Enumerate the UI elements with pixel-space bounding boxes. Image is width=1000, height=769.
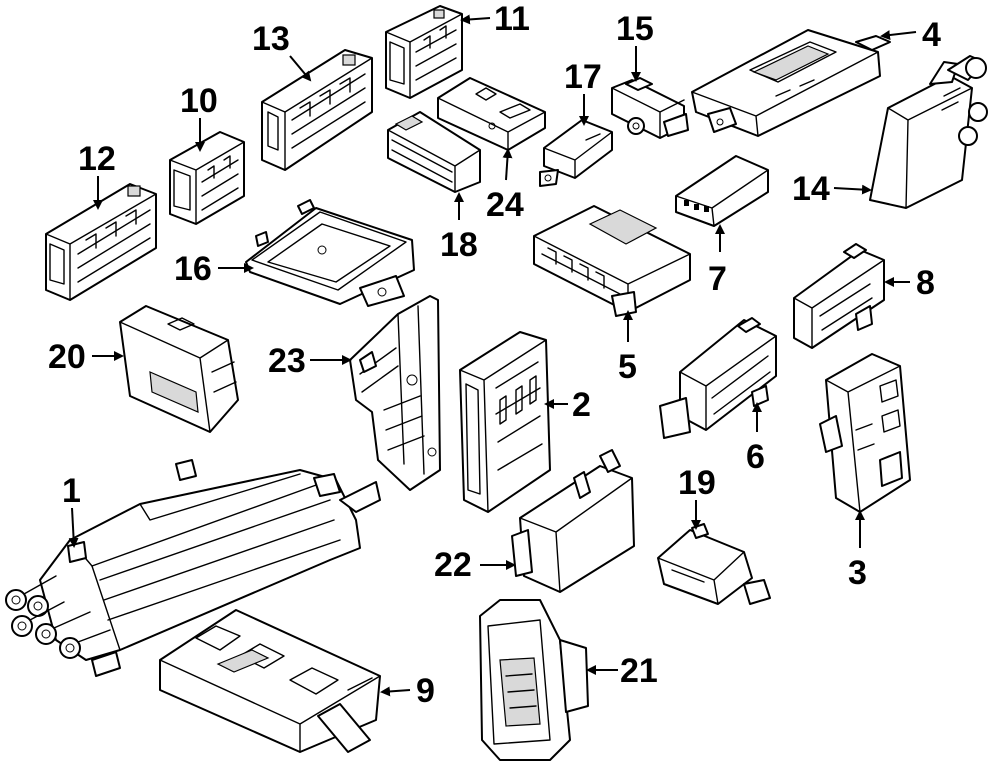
callout-7: 7 [708, 260, 727, 298]
part-6-module [659, 317, 777, 439]
part-24-module [437, 77, 546, 151]
part-13-module [261, 49, 373, 171]
callout-22: 22 [434, 546, 472, 584]
part-22-module [511, 449, 635, 593]
callout-numbers: 1 2 3 4 5 6 7 8 9 10 11 12 13 14 15 16 1… [48, 0, 941, 710]
part-11-module [385, 5, 463, 99]
leader-1 [68, 507, 79, 548]
part-16-module [245, 199, 415, 307]
callout-4: 4 [922, 16, 941, 54]
callout-16: 16 [174, 250, 212, 288]
part-21-module [479, 599, 589, 761]
callout-3: 3 [848, 554, 867, 592]
callout-19: 19 [678, 464, 716, 502]
part-18-module [387, 111, 481, 193]
part-20-module [119, 305, 239, 433]
callout-20: 20 [48, 338, 86, 376]
part-8-module [793, 243, 885, 349]
part-2-module [459, 331, 551, 513]
callout-18: 18 [440, 226, 478, 264]
part-9-module [159, 609, 381, 753]
callout-13: 13 [252, 20, 290, 58]
part-3-module [819, 353, 911, 513]
callout-24: 24 [486, 186, 524, 224]
callout-6: 6 [746, 438, 765, 476]
callout-1: 1 [62, 472, 81, 510]
part-1-module [5, 459, 381, 677]
callout-lines [68, 14, 917, 697]
callout-2: 2 [572, 386, 591, 424]
part-7-module [675, 155, 769, 227]
leader-9 [380, 686, 411, 697]
leader-13 [289, 55, 312, 82]
callout-23: 23 [268, 342, 306, 380]
part-23-module [349, 295, 441, 491]
callout-11: 11 [494, 0, 530, 38]
leader-11 [460, 14, 491, 25]
part-12-module [45, 183, 157, 301]
leader-14 [833, 184, 872, 195]
leader-4 [880, 30, 917, 41]
callout-9: 9 [416, 672, 435, 710]
callout-14: 14 [792, 170, 830, 208]
part-5-module [533, 205, 691, 317]
callout-10: 10 [180, 82, 218, 120]
callout-21: 21 [620, 652, 658, 690]
part-19-module [657, 523, 771, 605]
part-14-module [869, 55, 988, 209]
part-10-module [169, 131, 245, 225]
callout-5: 5 [618, 348, 637, 386]
callout-12: 12 [78, 140, 116, 178]
callout-8: 8 [916, 264, 935, 302]
part-15-module [611, 77, 689, 139]
part-4-module [691, 29, 891, 137]
leader-24 [502, 148, 513, 181]
part-17-module [539, 119, 613, 187]
callout-17: 17 [564, 58, 602, 96]
callout-15: 15 [616, 10, 654, 48]
